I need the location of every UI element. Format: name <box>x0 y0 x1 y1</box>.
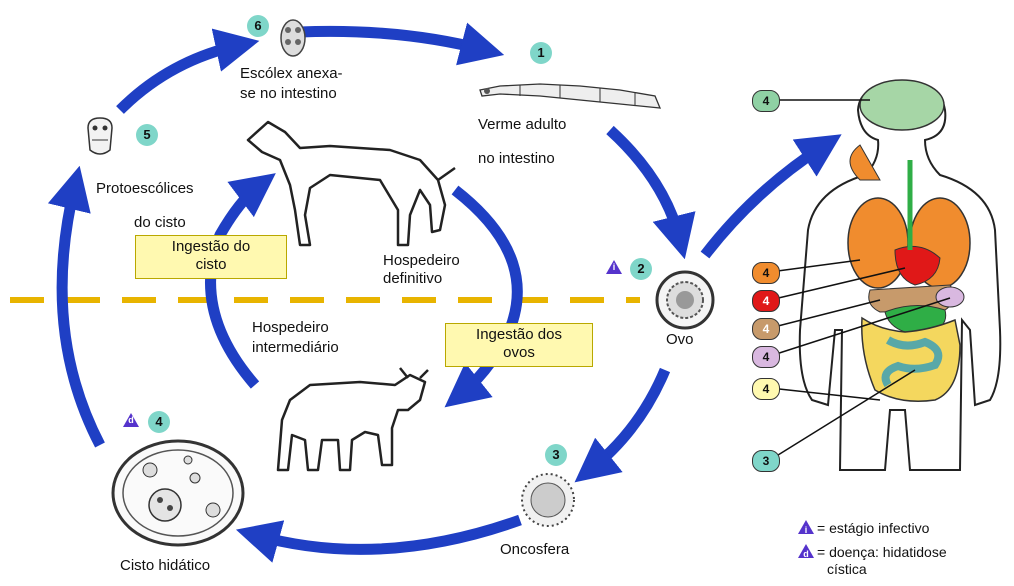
scolex-illustration <box>281 20 305 56</box>
stage-4-number: 4 <box>148 411 170 433</box>
stage-3-number: 3 <box>545 444 567 466</box>
human-label-brain: 4 <box>752 90 780 112</box>
organ-brain <box>860 80 944 130</box>
human-label-other: 4 <box>752 378 780 400</box>
stage-2-number: 2 <box>630 258 652 280</box>
stage-2-label: Ovo <box>666 330 694 350</box>
protoscolex-illustration <box>88 118 112 154</box>
stage-4-label: Cisto hidático <box>120 556 210 576</box>
human-body-illustration <box>800 80 1001 470</box>
legend-disease: d = doença: hidatidose cística <box>798 544 947 578</box>
arrow-5-to-6 <box>120 45 240 110</box>
stage-3-label: Oncosfera <box>500 540 569 560</box>
infective-stage-marker-icon: i <box>606 260 622 274</box>
arrow-4-to-5 <box>62 185 100 445</box>
legend-disease-text-2: cística <box>817 561 947 578</box>
arrow-6-to-1 <box>300 31 485 50</box>
egg-illustration <box>657 272 713 328</box>
arrow-3-to-4 <box>255 520 520 549</box>
human-label-lung: 4 <box>752 262 780 284</box>
legend-disease-icon: d <box>798 544 814 558</box>
stage-5-number: 5 <box>136 124 158 146</box>
dog-illustration <box>248 122 455 245</box>
arrow-1-to-2 <box>610 130 680 240</box>
hydatid-cyst-illustration <box>113 441 243 545</box>
human-label-liver: 4 <box>752 318 780 340</box>
human-label-spleen: 4 <box>752 346 780 368</box>
arrow-2-to-3 <box>590 370 665 470</box>
disease-marker-icon: d <box>123 413 139 427</box>
adult-worm-illustration <box>480 84 660 108</box>
legend-infective-icon: i <box>798 520 814 534</box>
legend-infective: i = estágio infectivo <box>798 520 929 537</box>
human-label-oncosphere: 3 <box>752 450 780 472</box>
cow-illustration <box>278 368 428 470</box>
stage-6-label: Escólex anexa-se no intestino <box>240 64 343 104</box>
organ-spleen <box>936 287 964 307</box>
stage-6-number: 6 <box>247 15 269 37</box>
human-label-heart: 4 <box>752 290 780 312</box>
legend-infective-text: = estágio infectivo <box>817 520 929 537</box>
stage-1-number: 1 <box>530 42 552 64</box>
oncosphere-illustration <box>522 474 574 526</box>
legend-disease-text: = doença: hidatidose <box>817 544 947 561</box>
